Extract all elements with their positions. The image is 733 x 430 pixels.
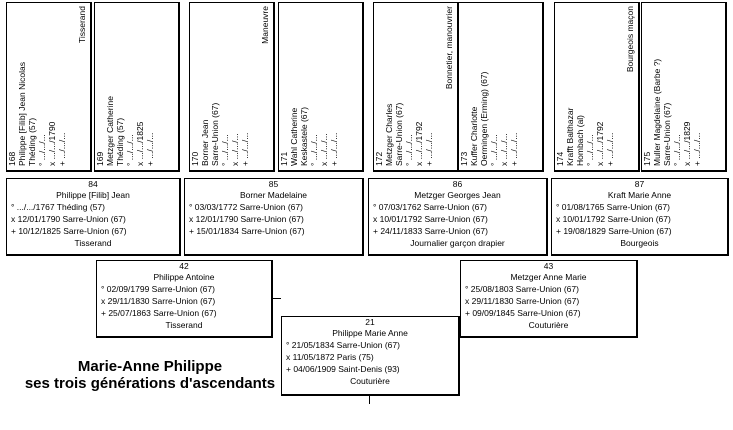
- sosa-number: 87: [634, 179, 645, 189]
- ancestor-occupation: Tisserand: [77, 6, 87, 44]
- marriage-event: x 10/01/1792 Sarre-Union (67): [373, 214, 488, 224]
- ancestor-name: Metzger Georges Jean: [414, 190, 501, 200]
- ancestor-occupation: Couturière: [528, 320, 569, 330]
- ancestor-occupation: Maneuvre: [260, 6, 270, 44]
- subject-card-21[interactable]: 21 Philippe Marie Anne ° 21/05/1834 Sarr…: [281, 316, 460, 396]
- birth-event: ° 21/05/1834 Sarre-Union (67): [286, 340, 400, 350]
- marriage-event: x 12/01/1790 Sarre-Union (67): [189, 214, 304, 224]
- birth-event: ° 07/03/1762 Sarre-Union (67): [373, 202, 487, 212]
- ancestor-card-85[interactable]: 85 Borner Madelaine ° 03/03/1772 Sarre-U…: [184, 178, 364, 256]
- ancestor-card-86[interactable]: 86 Metzger Georges Jean ° 07/03/1762 Sar…: [368, 178, 548, 256]
- death-event: + 19/08/1829 Sarre-Union (67): [556, 226, 672, 236]
- ancestor-occupation: Journalier garçon drapier: [410, 238, 505, 248]
- chart-title: Marie-Anne Philippe ses trois génération…: [20, 358, 280, 392]
- ancestor-card-42[interactable]: 42 Philippe Antoine ° 02/09/1799 Sarre-U…: [96, 260, 273, 338]
- ancestor-name: Borner Madelaine: [239, 190, 308, 200]
- ancestor-card-84[interactable]: 84 Philippe [Filib] Jean ° .../.../1767 …: [6, 178, 181, 256]
- subject-occupation: Couturière: [350, 376, 390, 386]
- death-event: + 09/09/1845 Sarre-Union (67): [465, 308, 581, 318]
- title-line-2: ses trois générations d'ascendants: [24, 375, 276, 392]
- sosa-number: 84: [88, 179, 98, 189]
- death-event: + 25/07/1863 Sarre-Union (67): [101, 308, 217, 318]
- birth-event: ° 01/08/1765 Sarre-Union (67): [556, 202, 670, 212]
- ancestor-occupation: Tisserand: [165, 320, 203, 330]
- sosa-number: 43: [543, 261, 554, 271]
- title-line-1: Marie-Anne Philippe: [77, 358, 223, 375]
- ancestor-name: Philippe [Filib] Jean: [56, 190, 130, 200]
- sosa-number: 42: [179, 261, 189, 271]
- ancestor-occupation: Bourgeois: [620, 238, 659, 248]
- marriage-event: x 11/05/1872 Paris (75): [286, 352, 374, 362]
- ancestor-occupation: Bourgeois maçon: [625, 6, 635, 73]
- ancestor-name: Philippe Antoine: [153, 272, 215, 282]
- death-event: + 10/12/1825 Sarre-Union (67): [11, 226, 127, 236]
- ancestor-card-43[interactable]: 43 Metzger Anne Marie ° 25/08/1803 Sarre…: [460, 260, 638, 338]
- marriage-event: x 12/01/1790 Sarre-Union (67): [11, 214, 126, 224]
- ancestor-occupation: Tisserand: [74, 238, 112, 248]
- ancestor-card-87[interactable]: 87 Kraft Marie Anne ° 01/08/1765 Sarre-U…: [551, 178, 729, 256]
- ancestor-occupation: Bonnetier, manouvrier: [444, 6, 454, 90]
- ancestor-name: Metzger Anne Marie: [510, 272, 587, 282]
- birth-event: ° .../.../1767 Théding (57): [11, 202, 105, 212]
- death-event: + 04/06/1909 Saint-Denis (93): [286, 364, 400, 374]
- connector-line: [369, 396, 370, 404]
- death-event: + 15/01/1834 Sarre-Union (67): [189, 226, 305, 236]
- marriage-event: x 29/11/1830 Sarre-Union (67): [465, 296, 580, 306]
- subject-name: Philippe Marie Anne: [332, 328, 408, 338]
- sosa-number: 86: [452, 179, 463, 189]
- birth-event: ° 03/03/1772 Sarre-Union (67): [189, 202, 303, 212]
- death-event: + 24/11/1833 Sarre-Union (67): [373, 226, 488, 236]
- marriage-event: x 10/01/1792 Sarre-Union (67): [556, 214, 671, 224]
- marriage-event: x 29/11/1830 Sarre-Union (67): [101, 296, 216, 306]
- birth-event: ° 02/09/1799 Sarre-Union (67): [101, 284, 215, 294]
- sosa-number: 21: [365, 317, 375, 327]
- connector-line: [273, 298, 281, 299]
- ancestor-name: Kraft Marie Anne: [607, 190, 672, 200]
- sosa-number: 85: [268, 179, 279, 189]
- connector-line: [460, 298, 461, 316]
- birth-event: ° 25/08/1803 Sarre-Union (67): [465, 284, 579, 294]
